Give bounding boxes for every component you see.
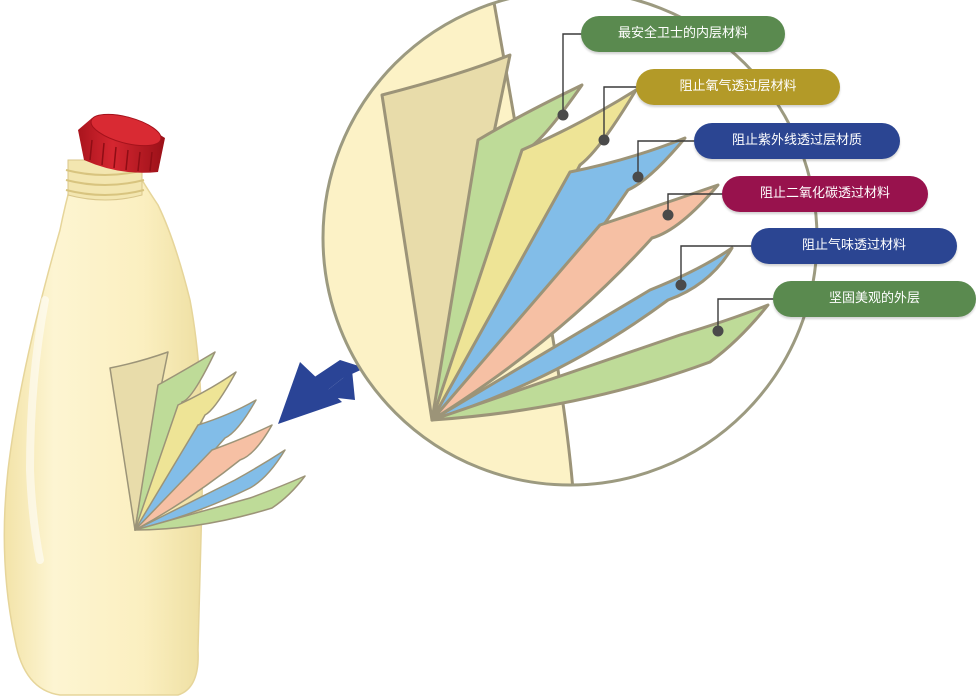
bottle-body	[3, 179, 204, 696]
layer-pink-co2	[430, 183, 720, 422]
small-layer-blue-odor	[134, 449, 286, 531]
connector-line-2	[603, 86, 637, 140]
connector-line-3	[637, 140, 695, 177]
connector-line-6	[717, 298, 774, 331]
connector-line-4	[667, 193, 723, 215]
label-oxygen-barrier-layer: 阻止氧气透过层材料	[636, 69, 840, 105]
lens-content	[323, 0, 770, 485]
pointer-dot-6	[712, 325, 724, 337]
label-uv-barrier-layer: 阻止紫外线透过层材质	[694, 123, 900, 159]
small-layer-fan	[109, 351, 306, 531]
pointer-dot-1	[557, 109, 569, 121]
small-layer-green-outer	[134, 475, 306, 531]
bottle-cap	[78, 113, 165, 173]
pointer-dot-3	[632, 171, 644, 183]
connector-line-5	[680, 245, 752, 285]
bottle-shine	[25, 296, 49, 564]
label-sturdy-outer-layer: 坚固美观的外层	[773, 281, 976, 317]
label-odor-barrier-layer: 阻止气味透过材料	[751, 228, 957, 264]
pointer-dot-4	[662, 209, 674, 221]
magnifier-lens	[321, 0, 819, 487]
bottle	[3, 113, 204, 696]
label-inner-safety-layer: 最安全卫士的内层材料	[581, 16, 785, 52]
label-co2-barrier-layer: 阻止二氧化碳透过材料	[722, 176, 928, 212]
layer-blue-odor	[430, 246, 734, 422]
pointer-dot-5	[675, 279, 687, 291]
label-connectors	[557, 33, 774, 337]
large-layer-fan	[380, 53, 770, 422]
pointer-dot-2	[598, 134, 610, 146]
connector-line-1	[562, 33, 582, 115]
small-layer-pink-co2	[134, 424, 273, 531]
zoom-arrow	[278, 360, 365, 424]
layer-green-outer	[430, 303, 770, 422]
